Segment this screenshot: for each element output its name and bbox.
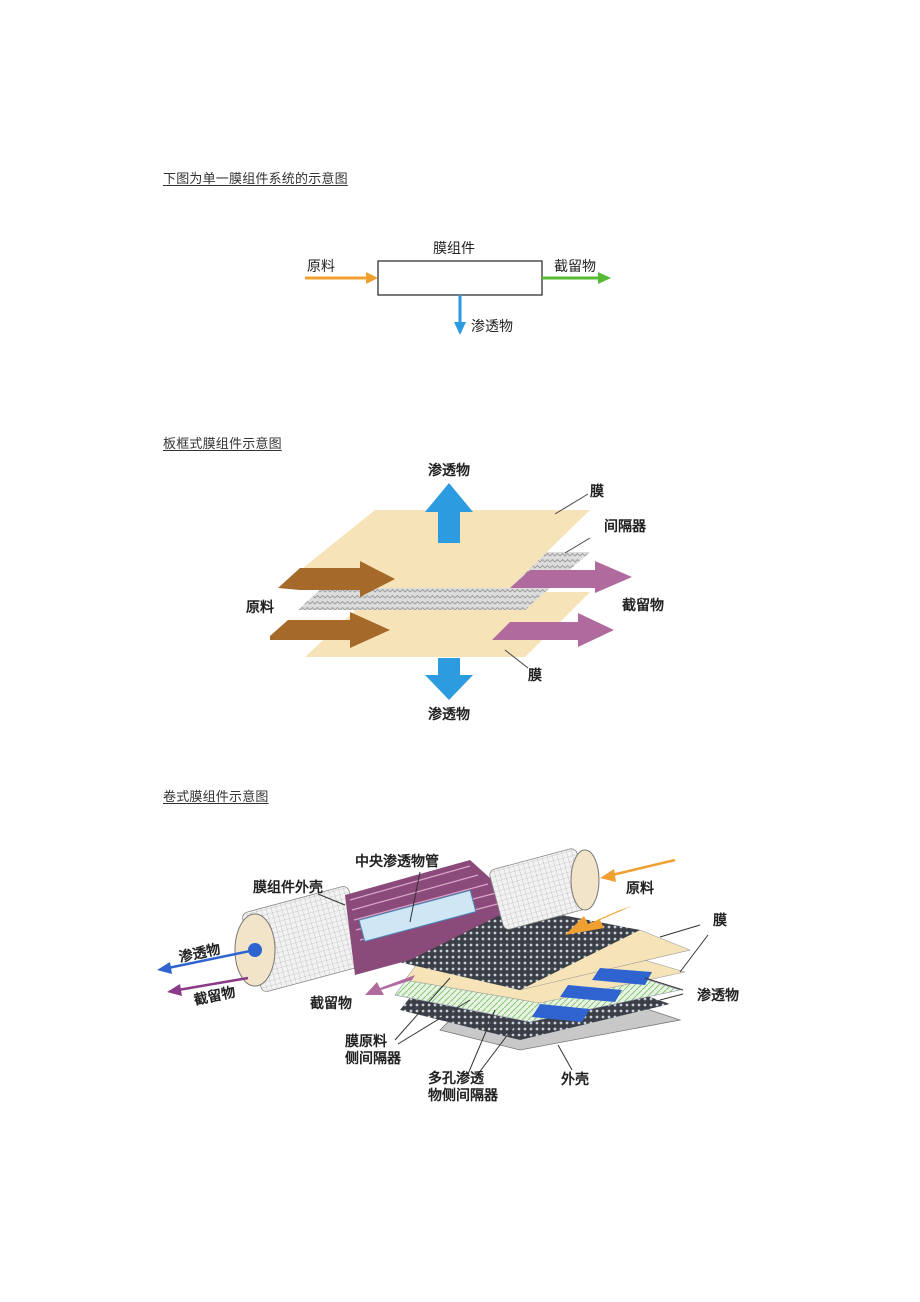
permeate-bottom-label: 渗透物: [428, 706, 470, 723]
permeate-top-label: 渗透物: [428, 462, 470, 479]
module-label: 膜组件: [433, 241, 475, 257]
retentate-arrow-lower: [492, 613, 614, 647]
spacer-label: 间隔器: [604, 518, 647, 535]
permeate-stripe-2: [560, 985, 622, 1002]
retentate-mid-label: 截留物: [310, 995, 352, 1012]
feed-arrow-top: [600, 858, 676, 882]
feed-label: 原料: [307, 259, 335, 275]
caption-single-module: 下图为单一膜组件系统的示意图: [163, 172, 348, 187]
retentate-arrow-upper: [510, 561, 632, 593]
permeate-left-arrow: [157, 948, 256, 974]
feed-arrow-upper: [278, 561, 395, 597]
membrane-cylinder: [234, 848, 600, 992]
permeate-down-arrow: [425, 658, 473, 700]
central-tube-label: 中央渗透物管: [355, 853, 439, 870]
feed-arrow-lower: [270, 612, 390, 648]
outer-shell-label: 外壳: [561, 1071, 589, 1088]
retentate-label: 截留物: [554, 259, 596, 275]
membrane-bottom-label: 膜: [528, 667, 542, 684]
feed-arrow: [305, 272, 378, 284]
membrane-top-label: 膜: [590, 483, 604, 500]
permeate-right-label: 渗透物: [697, 987, 739, 1004]
permeate-up-arrow: [425, 483, 473, 543]
caption-spiral-wound: 卷式膜组件示意图: [163, 790, 269, 805]
membrane-label: 膜: [713, 912, 727, 929]
feed-spacer-label-line2: 侧间隔器: [345, 1050, 402, 1067]
retentate-mid-arrow: [365, 975, 415, 995]
porous-spacer-label-line1: 多孔渗透: [428, 1070, 485, 1087]
feed-arrow-block: [565, 906, 632, 935]
permeate-stripe-1: [592, 968, 652, 985]
retentate-label: 截留物: [622, 597, 664, 614]
permeate-stripe-3: [532, 1004, 590, 1022]
housing-label: 膜组件外壳: [253, 879, 323, 896]
caption-plate-frame: 板框式膜组件示意图: [163, 437, 282, 452]
plate-frame-diagram: 渗透物 膜 间隔器 原料 截留物 膜 渗透物: [246, 462, 664, 723]
feed-spacer-label-line1: 膜原料: [345, 1033, 387, 1050]
retentate-arrow: [542, 272, 611, 284]
porous-spacer-label-line2: 物侧间隔器: [428, 1087, 499, 1104]
retentate-left-arrow: [167, 976, 249, 996]
feed-label: 原料: [626, 880, 654, 897]
permeate-label: 渗透物: [471, 319, 513, 335]
single-module-diagram: 原料 膜组件 截留物 渗透物: [305, 241, 611, 335]
module-box: [377, 260, 543, 296]
feed-label: 原料: [246, 599, 274, 616]
spiral-wound-diagram: 中央渗透物管 膜组件外壳 原料 膜 渗透物 截留物 截留物 渗透物 膜原料 侧间…: [157, 848, 739, 1104]
permeate-arrow: [454, 295, 466, 335]
